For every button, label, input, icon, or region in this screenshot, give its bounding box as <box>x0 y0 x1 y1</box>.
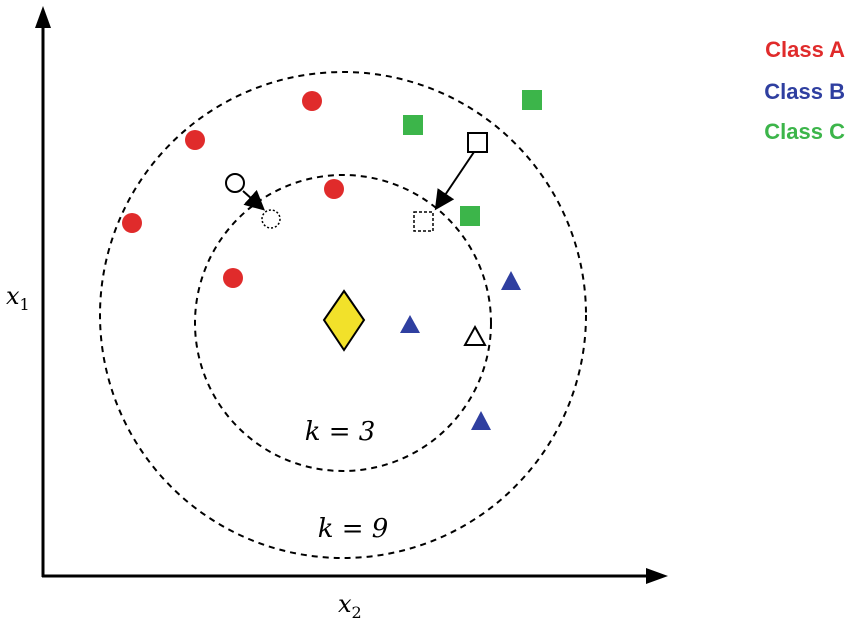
hollow-triangle-point <box>463 324 487 346</box>
class-a-point <box>122 213 142 233</box>
outer-circle-k9 <box>99 71 587 559</box>
y-axis-arrowhead <box>35 6 51 28</box>
x-axis-arrowhead <box>646 568 668 584</box>
legend-class-a: Class A <box>765 37 845 62</box>
class-c-point <box>522 90 542 110</box>
class-b-points <box>400 271 521 430</box>
hollow-square-original <box>467 132 488 153</box>
class-c-point <box>403 115 423 135</box>
class-c-points <box>403 90 542 226</box>
class-a-point <box>302 91 322 111</box>
outer-circle-label: k = 9 <box>318 514 389 544</box>
inner-circle-label: k = 3 <box>305 417 376 447</box>
dashed-square-new <box>413 211 434 232</box>
move-arrow <box>242 189 265 211</box>
inner-circle-k3 <box>194 174 492 472</box>
class-b-point <box>501 271 521 290</box>
class-b-point <box>471 411 491 430</box>
legend-class-b: Class B <box>764 79 845 104</box>
y-axis-label: x1 <box>6 282 30 314</box>
x-axis-label: x2 <box>338 590 362 622</box>
class-c-point <box>460 206 480 226</box>
class-a-point <box>324 179 344 199</box>
legend-class-c: Class C <box>764 119 845 144</box>
moved-circle-point <box>225 173 281 229</box>
class-a-points <box>122 91 344 288</box>
class-a-point <box>185 130 205 150</box>
class-b-point <box>400 315 420 333</box>
hollow-circle-original <box>225 173 245 193</box>
moved-square-point <box>413 132 488 232</box>
legend: Class A Class B Class C <box>764 37 845 144</box>
class-a-point <box>223 268 243 288</box>
move-arrow <box>434 151 475 211</box>
dotted-circle-new <box>261 209 281 229</box>
query-diamond <box>322 289 366 352</box>
axes <box>35 6 668 584</box>
